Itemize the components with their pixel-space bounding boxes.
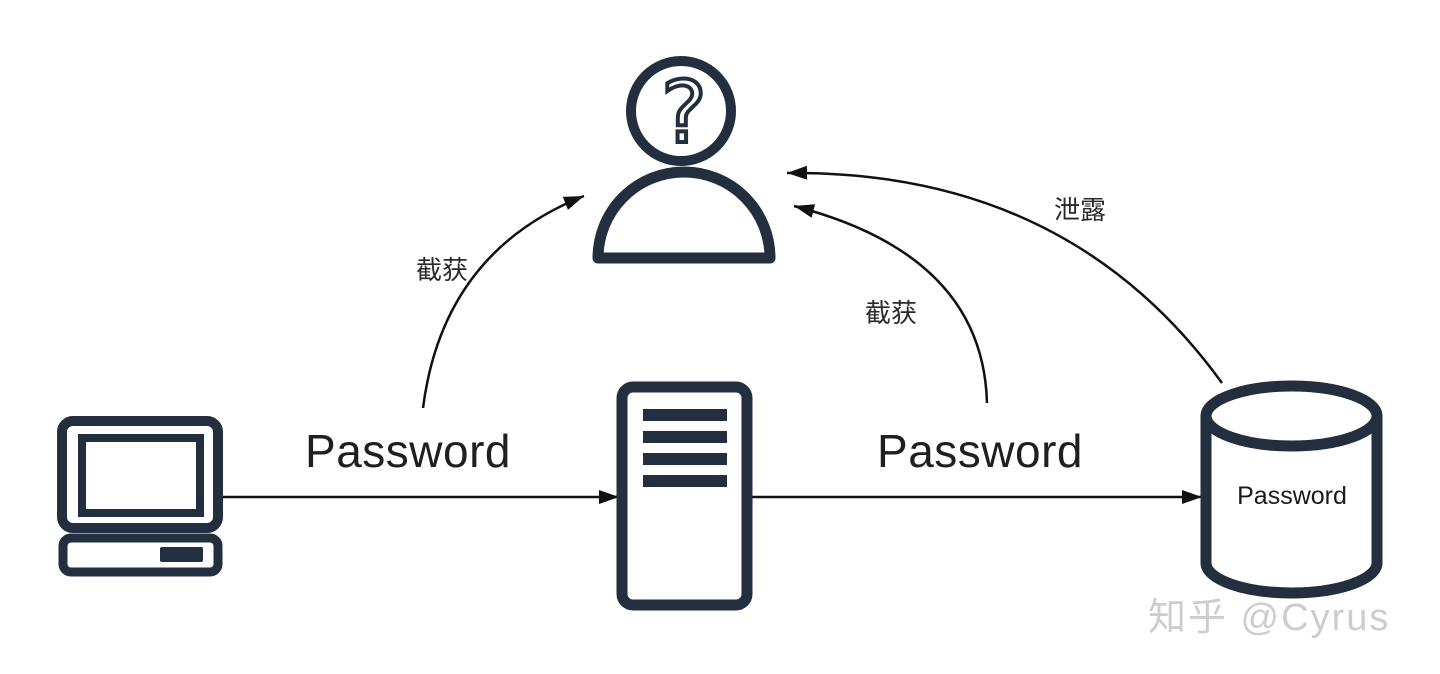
password-label-server-database: Password [877,425,1083,477]
password-label-client-server: Password [305,425,511,477]
password-label-database: Password [1237,482,1347,510]
server-bar-3 [643,453,727,465]
server-bar-1 [643,409,727,421]
person-head-shape [626,56,736,166]
watermark-text: 知乎 @Cyrus [1148,597,1391,639]
intercept-label-left: 截获 [415,255,469,285]
question-mark-glyph: ? [661,63,707,163]
person-body-shape [592,166,776,264]
monitor-screen [78,434,204,517]
database-cylinder-icon [1200,380,1383,599]
computer-base-slot [160,547,203,562]
intercept-label-right: 截获 [864,298,918,328]
server-bar-4 [643,475,727,487]
server-bar-2 [643,431,727,443]
arrow-intercept-left [421,194,585,409]
attacker-node: ? [592,56,776,264]
database-top [1200,380,1383,452]
arrow-leak [786,165,1224,384]
server-icon [616,381,753,611]
arrow-intercept-right [793,204,989,404]
leak-label: 泄露 [1053,195,1107,225]
computer-icon [57,416,223,577]
computer-base [58,533,223,577]
database-body [1200,416,1383,599]
